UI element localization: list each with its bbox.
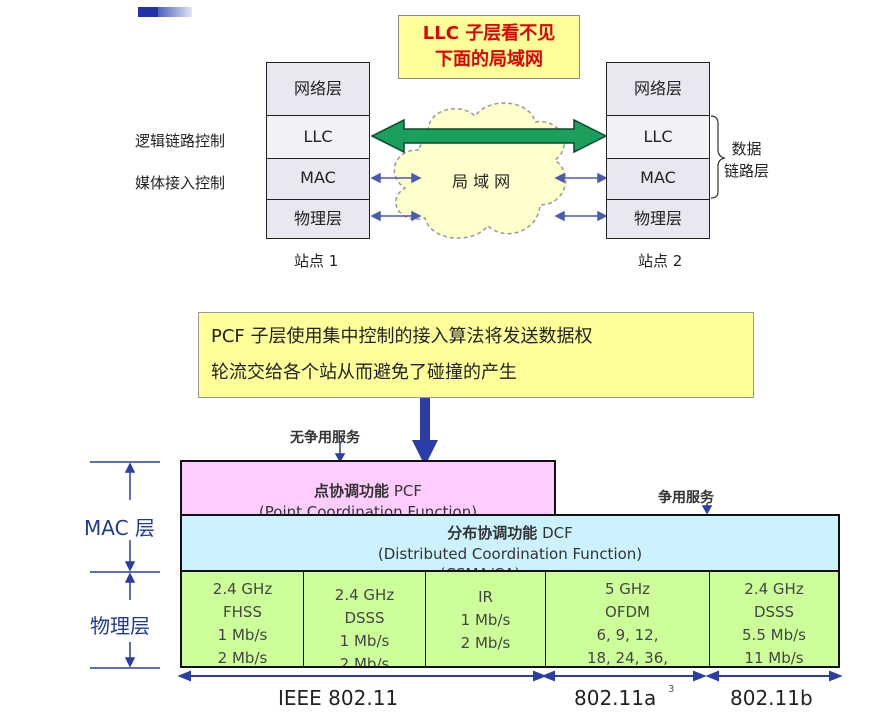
- no-contention-label: 无争用服务: [290, 430, 360, 446]
- phy-cell-line: IR: [478, 588, 493, 606]
- phy-cell-line: 5.5 Mb/s: [742, 626, 806, 644]
- phy-cell-line: 1 Mb/s: [339, 632, 390, 650]
- llc-callout: LLC 子层看不见 下面的局域网: [398, 15, 580, 79]
- phy-cell-line: 2.4 GHz: [212, 580, 273, 598]
- no-contention-arrow: [334, 443, 346, 463]
- contention-label: 争用服务: [658, 490, 714, 506]
- phy-cell-line: 2 Mb/s: [339, 655, 390, 666]
- pcf-box: 点协调功能 PCF (Point Coordination Function): [180, 460, 556, 521]
- phy-layer-label: 物理层: [90, 614, 150, 638]
- standard-80211b: 802.11b: [730, 686, 813, 710]
- llc-callout-line2: 下面的局域网: [435, 49, 543, 70]
- phy-cell-line: 2 Mb/s: [460, 634, 511, 652]
- pcf-callout-line1: PCF 子层使用集中控制的接入算法将发送数据权: [211, 326, 593, 347]
- station1-stack: 网络层 LLC MAC 物理层: [266, 62, 370, 239]
- llc-side-label: 逻辑链路控制: [135, 132, 226, 150]
- phy-cell-fhss: 2.4 GHz FHSS 1 Mb/s 2 Mb/s: [182, 572, 304, 666]
- station2-llc-layer: LLC: [606, 115, 710, 159]
- phy-cell-line: FHSS: [223, 603, 262, 621]
- phy-cell-line: 5 GHz: [604, 580, 651, 598]
- mac-link-arrows: [370, 172, 608, 222]
- station2-network-layer: 网络层: [606, 62, 710, 116]
- pcf-callout: PCF 子层使用集中控制的接入算法将发送数据权 轮流交给各个站从而避免了碰撞的产…: [198, 312, 754, 398]
- datalink-brace: [710, 115, 726, 199]
- standard-80211a: 802.11a: [574, 686, 657, 710]
- dcf-box: 分布协调功能 DCF (Distributed Coordination Fun…: [180, 514, 840, 583]
- station1-mac-layer: MAC: [266, 158, 370, 200]
- dcf-abbr: DCF: [542, 524, 573, 542]
- phy-cell-ofdm: 5 GHz OFDM 6, 9, 12, 18, 24, 36,: [546, 572, 710, 666]
- pcf-abbr: PCF: [393, 482, 422, 500]
- phy-cell-dsss: 2.4 GHz DSSS 1 Mb/s 2 Mb/s: [304, 572, 426, 666]
- dcf-title: 分布协调功能: [447, 524, 538, 542]
- datalink-label-line2: 链路层: [724, 162, 770, 180]
- phy-cell-line: DSSS: [344, 609, 385, 627]
- station1-network-layer: 网络层: [266, 62, 370, 116]
- standard-range-arrows: [177, 670, 843, 682]
- phy-cell-ir: IR 1 Mb/s 2 Mb/s: [426, 572, 546, 666]
- pcf-callout-line2: 轮流交给各个站从而避免了碰撞的产生: [211, 362, 517, 383]
- phy-cell-line: 1 Mb/s: [217, 626, 268, 644]
- phy-cell-line: DSSS: [753, 603, 795, 621]
- station1-physical-layer: 物理层: [266, 199, 370, 239]
- phy-cell-line: 2.4 GHz: [334, 586, 395, 604]
- lan-cloud-label: 局 域 网: [452, 172, 511, 191]
- phy-row: 2.4 GHz FHSS 1 Mb/s 2 Mb/s 2.4 GHz DSSS …: [180, 570, 840, 668]
- datalink-label-line1: 数据: [731, 140, 762, 158]
- pcf-pointer-arrow: [412, 398, 438, 466]
- llc-callout-line1: LLC 子层看不见: [422, 23, 556, 44]
- station2-stack: 网络层 LLC MAC 物理层: [606, 62, 710, 239]
- phy-cell-line: 6, 9, 12,: [596, 626, 659, 644]
- layer-scale: [90, 461, 160, 669]
- pcf-title: 点协调功能: [314, 482, 390, 500]
- phy-cell-dsss-b: 2.4 GHz DSSS 5.5 Mb/s 11 Mb/s: [710, 572, 838, 666]
- mac-layer-label: MAC 层: [84, 516, 155, 540]
- mac-side-label: 媒体接入控制: [135, 174, 226, 192]
- contention-arrow: [701, 503, 713, 515]
- page-number: 3: [668, 684, 675, 695]
- phy-cell-line: 2.4 GHz: [744, 580, 804, 598]
- phy-cell-line: 2 Mb/s: [217, 649, 268, 666]
- phy-cell-line: 1 Mb/s: [460, 611, 511, 629]
- station2-mac-layer: MAC: [606, 158, 710, 200]
- phy-cell-line: 18, 24, 36,: [586, 649, 669, 666]
- logo-mark: [138, 7, 158, 17]
- phy-cell-line: 11 Mb/s: [744, 649, 804, 666]
- standard-80211: IEEE 802.11: [278, 686, 399, 710]
- datalink-label: 数据 链路层: [724, 138, 769, 182]
- logo-mark-gradient: [158, 7, 192, 17]
- phy-cell-line: OFDM: [605, 603, 650, 621]
- station2-physical-layer: 物理层: [606, 199, 710, 239]
- station2-label: 站点 2: [638, 252, 683, 270]
- station1-label: 站点 1: [294, 252, 339, 270]
- station1-llc-layer: LLC: [266, 115, 370, 159]
- dcf-fullname: (Distributed Coordination Function): [377, 545, 643, 563]
